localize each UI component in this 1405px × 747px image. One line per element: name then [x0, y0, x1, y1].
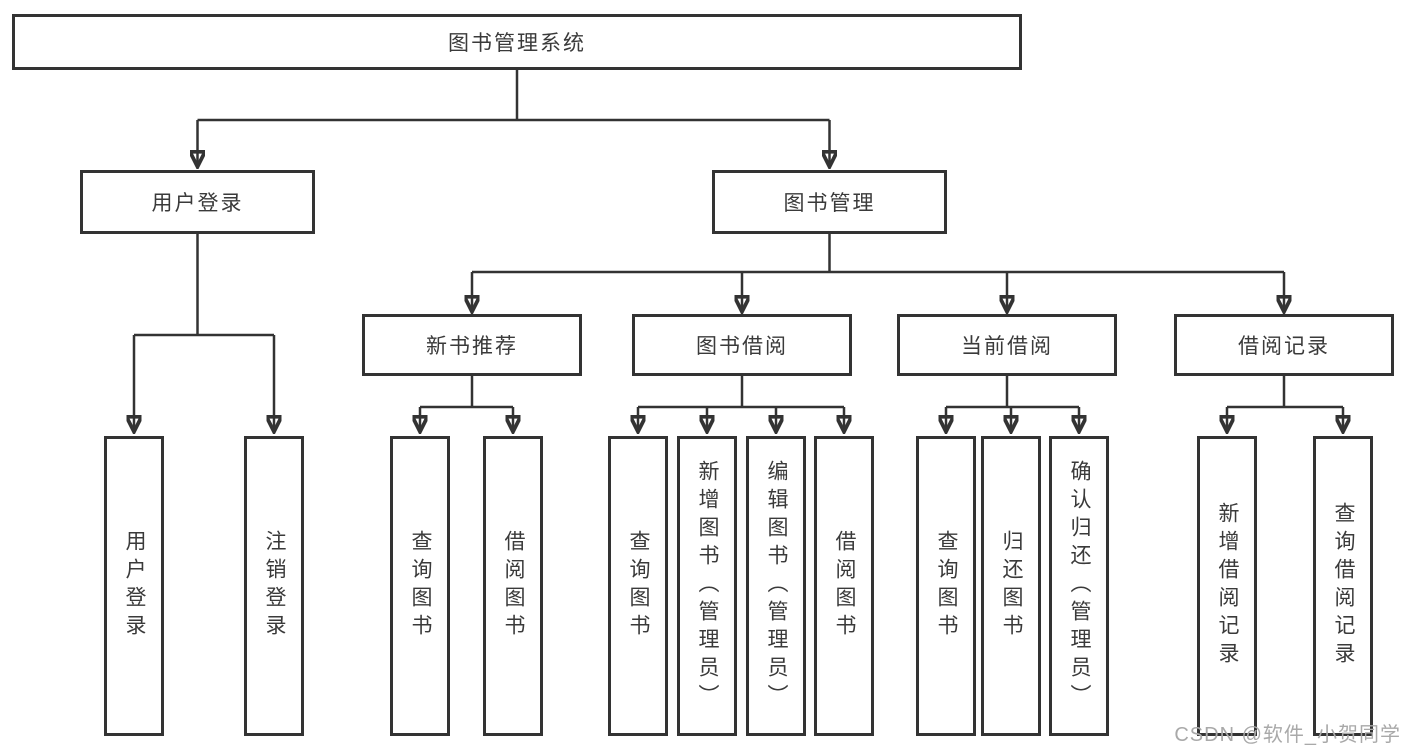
node-label: 新书推荐	[426, 335, 518, 358]
leaf-query-book-current: 查询图书	[916, 436, 976, 736]
node-label: 图书管理系统	[448, 32, 586, 55]
node-label: 图书管理	[783, 192, 876, 215]
node-label: 新增图书（管理员）	[696, 460, 719, 712]
watermark: CSDN @软件_小贺同学	[1174, 724, 1401, 746]
node-label: 借阅图书	[502, 530, 525, 642]
connector-new-book-recommend	[420, 376, 513, 431]
leaf-add-borrow-record: 新增借阅记录	[1197, 436, 1257, 736]
node-label: 注销登录	[263, 530, 286, 642]
leaf-query-book-borrow: 查询图书	[608, 436, 668, 736]
leaf-confirm-return-admin: 确认归还（管理员）	[1049, 436, 1109, 736]
leaf-edit-book-admin: 编辑图书（管理员）	[746, 436, 806, 736]
node-label: 借阅图书	[833, 530, 856, 642]
node-new-book-recommend: 新书推荐	[362, 314, 582, 376]
leaf-borrow-book-recommend: 借阅图书	[483, 436, 543, 736]
node-label: 确认归还（管理员）	[1068, 460, 1091, 712]
connector-current-borrow	[946, 376, 1079, 431]
node-book-borrow: 图书借阅	[632, 314, 852, 376]
connector-book-borrow	[638, 376, 844, 431]
node-label: 查询借阅记录	[1332, 502, 1355, 670]
leaf-logout-login: 注销登录	[244, 436, 304, 736]
node-user-login: 用户登录	[80, 170, 315, 234]
leaf-add-book-admin: 新增图书（管理员）	[677, 436, 737, 736]
connector-user-login	[134, 234, 274, 431]
node-label: 查询图书	[935, 530, 958, 642]
leaf-return-book: 归还图书	[981, 436, 1041, 736]
node-label: 归还图书	[1000, 530, 1023, 642]
connector-book-management	[472, 234, 1284, 311]
node-label: 当前借阅	[961, 335, 1053, 358]
node-label: 新增借阅记录	[1216, 502, 1239, 670]
node-label: 查询图书	[627, 530, 650, 642]
node-borrow-record: 借阅记录	[1174, 314, 1394, 376]
leaf-user-login: 用户登录	[104, 436, 164, 736]
node-label: 借阅记录	[1238, 335, 1330, 358]
node-current-borrow: 当前借阅	[897, 314, 1117, 376]
leaf-query-book-recommend: 查询图书	[390, 436, 450, 736]
leaf-query-borrow-record: 查询借阅记录	[1313, 436, 1373, 736]
node-book-management: 图书管理	[712, 170, 947, 234]
leaf-borrow-book: 借阅图书	[814, 436, 874, 736]
node-label: 用户登录	[151, 192, 244, 215]
node-label: 查询图书	[409, 530, 432, 642]
connector-root	[198, 70, 830, 166]
node-root: 图书管理系统	[12, 14, 1022, 70]
node-label: 用户登录	[123, 530, 146, 642]
connector-borrow-record	[1227, 376, 1343, 431]
node-label: 图书借阅	[696, 335, 788, 358]
node-label: 编辑图书（管理员）	[765, 460, 788, 712]
